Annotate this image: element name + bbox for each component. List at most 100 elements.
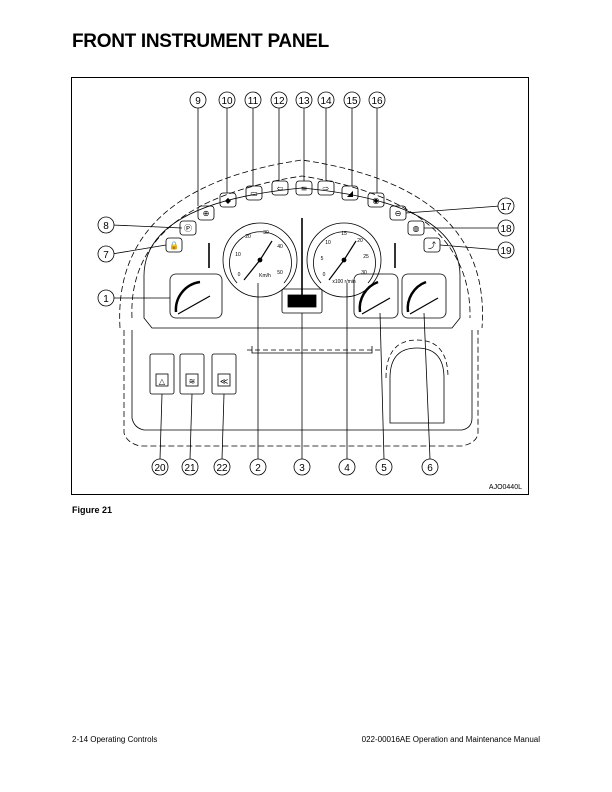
preheat-icon: ◍ — [413, 224, 420, 233]
tachometer-scale — [313, 231, 376, 284]
callout-label-2: 2 — [255, 463, 261, 474]
callout-label-10: 10 — [221, 96, 233, 107]
callout-12 — [270, 91, 288, 109]
parking-brake-icon: Ⓟ — [184, 224, 192, 233]
beacon-switch-icon: ≪ — [220, 377, 228, 386]
callout-label-15: 15 — [346, 96, 358, 107]
callout-label-5: 5 — [381, 463, 387, 474]
engine-oil-icon: ◆ — [225, 196, 232, 205]
tachometer-dial — [306, 222, 382, 298]
footer-manual-title: 022-00016AE Operation and Maintenance Ma… — [361, 735, 540, 744]
callout-5 — [375, 458, 393, 476]
figure-reference-code: AJO0440L — [488, 484, 522, 491]
tach-tick-0: 0 — [323, 272, 326, 278]
callout-20 — [151, 458, 169, 476]
callout-label-7: 7 — [103, 250, 109, 261]
callout-21 — [181, 458, 199, 476]
tach-tick-15: 15 — [341, 231, 347, 237]
callout-16 — [368, 91, 386, 109]
lock-indicator-icon: 🔒 — [169, 241, 179, 250]
callout-label-14: 14 — [320, 96, 332, 107]
callout-1 — [97, 289, 115, 307]
speedometer-needle — [243, 259, 261, 281]
tach-tick-30: 30 — [361, 270, 367, 276]
callout-label-21: 21 — [184, 463, 196, 474]
callout-label-17: 17 — [500, 202, 512, 213]
battery-icon: ▭ — [250, 189, 258, 198]
air-filter-icon: ◢ — [347, 189, 354, 198]
charge-warning-icon: ⊕ — [203, 209, 210, 218]
callout-18 — [497, 219, 515, 237]
knob-housing — [389, 347, 445, 424]
speedometer-dial — [222, 222, 298, 298]
fuel-gauge — [169, 273, 223, 319]
lower-housing-dashed — [123, 330, 479, 447]
transmission-icon: ◉ — [373, 196, 380, 205]
callout-17 — [497, 197, 515, 215]
speedo-tick-40: 40 — [277, 244, 283, 250]
tach-tick-5: 5 — [321, 256, 324, 262]
callout-label-20: 20 — [154, 463, 166, 474]
callout-label-1: 1 — [103, 294, 109, 305]
inner-arch-dashed — [131, 175, 471, 319]
callout-label-19: 19 — [500, 246, 512, 257]
tach-unit: x100 r/min — [332, 279, 356, 285]
callout-11 — [244, 91, 262, 109]
hour-meter-display — [287, 294, 317, 308]
page-title: FRONT INSTRUMENT PANEL — [72, 31, 329, 52]
speedo-tick-20: 20 — [245, 234, 251, 240]
callout-19 — [497, 241, 515, 259]
speedo-tick-10: 10 — [235, 252, 241, 258]
tach-tick-25: 25 — [363, 254, 369, 260]
callout-label-18: 18 — [500, 224, 512, 235]
temperature-gauge — [353, 273, 399, 319]
speedometer-scale — [229, 231, 292, 284]
callout-label-11: 11 — [248, 96, 259, 107]
callout-2 — [249, 458, 267, 476]
turn-right-icon: ⇨ — [323, 184, 330, 193]
pto-icon: ⤴ — [428, 240, 436, 250]
callout-15 — [343, 91, 361, 109]
indicator-10 — [219, 192, 237, 208]
callout-10 — [218, 91, 236, 109]
panel-bezel — [143, 187, 461, 329]
callout-14 — [317, 91, 335, 109]
callout-6 — [421, 458, 439, 476]
callout-label-13: 13 — [298, 96, 310, 107]
callout-label-9: 9 — [195, 96, 201, 107]
tachometer-needle — [328, 259, 345, 281]
tach-tick-20: 20 — [357, 238, 363, 244]
callout-7 — [97, 245, 115, 263]
lower-housing — [131, 330, 473, 431]
speedo-tick-0: 0 — [238, 272, 241, 278]
callout-13 — [295, 91, 313, 109]
speedo-tick-30: 30 — [263, 230, 269, 236]
speedo-tick-50: 50 — [277, 270, 283, 276]
indicator-15 — [341, 185, 359, 201]
work-light-switch-icon: ≋ — [189, 377, 196, 386]
high-beam-icon: ≡ — [301, 184, 308, 193]
callout-label-4: 4 — [344, 463, 350, 474]
tach-tick-10: 10 — [325, 240, 331, 246]
indicator-11 — [245, 185, 263, 201]
callout-22 — [213, 458, 231, 476]
turn-left-icon: ⇦ — [277, 184, 284, 193]
callout-label-16: 16 — [371, 96, 383, 107]
callout-label-6: 6 — [427, 463, 433, 474]
callout-label-22: 22 — [216, 463, 228, 474]
indicator-9 — [197, 205, 215, 221]
center-ledge — [251, 346, 373, 354]
speedo-unit: Km/h — [259, 273, 271, 279]
callout-label-8: 8 — [103, 221, 109, 232]
callout-label-12: 12 — [273, 96, 285, 107]
brake-icon: ⊖ — [395, 209, 402, 218]
indicator-12 — [271, 180, 289, 196]
instrument-panel-drawing: 1 2 3 4 5 6 7 8 9 10 11 12 13 14 15 16 1… — [97, 91, 515, 476]
callout-9 — [189, 91, 207, 109]
figure-caption: Figure 21 — [72, 505, 113, 515]
instrument-panel-figure: 1 2 3 4 5 6 7 8 9 10 11 12 13 14 15 16 1… — [71, 77, 529, 495]
footer-section: 2-14 Operating Controls — [72, 735, 158, 744]
callout-3 — [293, 458, 311, 476]
callout-4 — [338, 458, 356, 476]
hazard-switch-icon: △ — [159, 377, 166, 386]
